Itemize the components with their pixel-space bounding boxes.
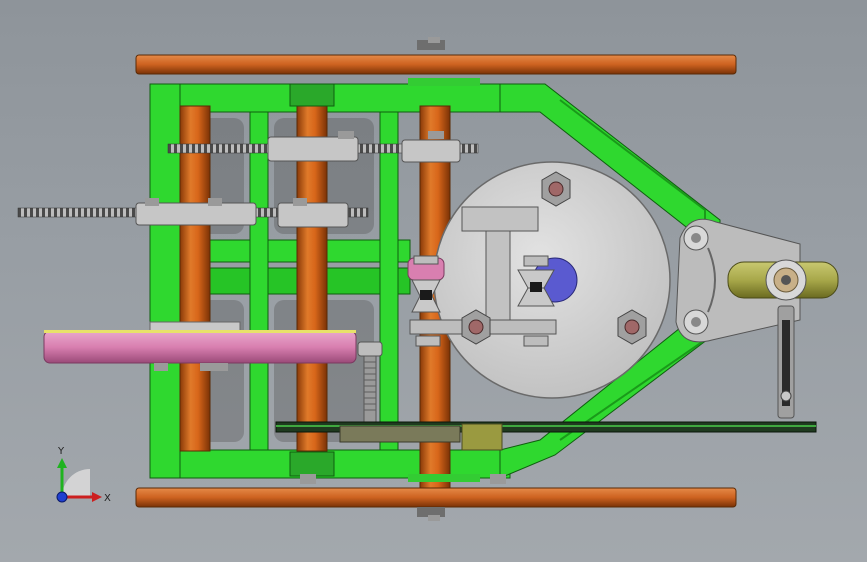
long-bolt <box>357 341 383 427</box>
hex-nut-icon <box>617 309 647 345</box>
lower-chain <box>17 198 369 228</box>
hex-nut-icon <box>461 309 491 345</box>
hex-nut-icon <box>541 171 571 207</box>
idler-roller-right <box>517 255 555 347</box>
axis-x-label: X <box>104 493 111 504</box>
axis-triad-icon: Y X <box>56 446 111 504</box>
pink-pulley <box>43 321 357 371</box>
bottom-belt <box>275 421 817 451</box>
upper-chain <box>167 131 479 163</box>
bottom-rail <box>135 474 737 521</box>
bearing-icon <box>727 259 839 301</box>
idler-roller-left <box>407 255 445 347</box>
axis-y-label: Y <box>57 446 65 457</box>
top-rail <box>135 37 737 75</box>
tension-link <box>777 305 795 419</box>
